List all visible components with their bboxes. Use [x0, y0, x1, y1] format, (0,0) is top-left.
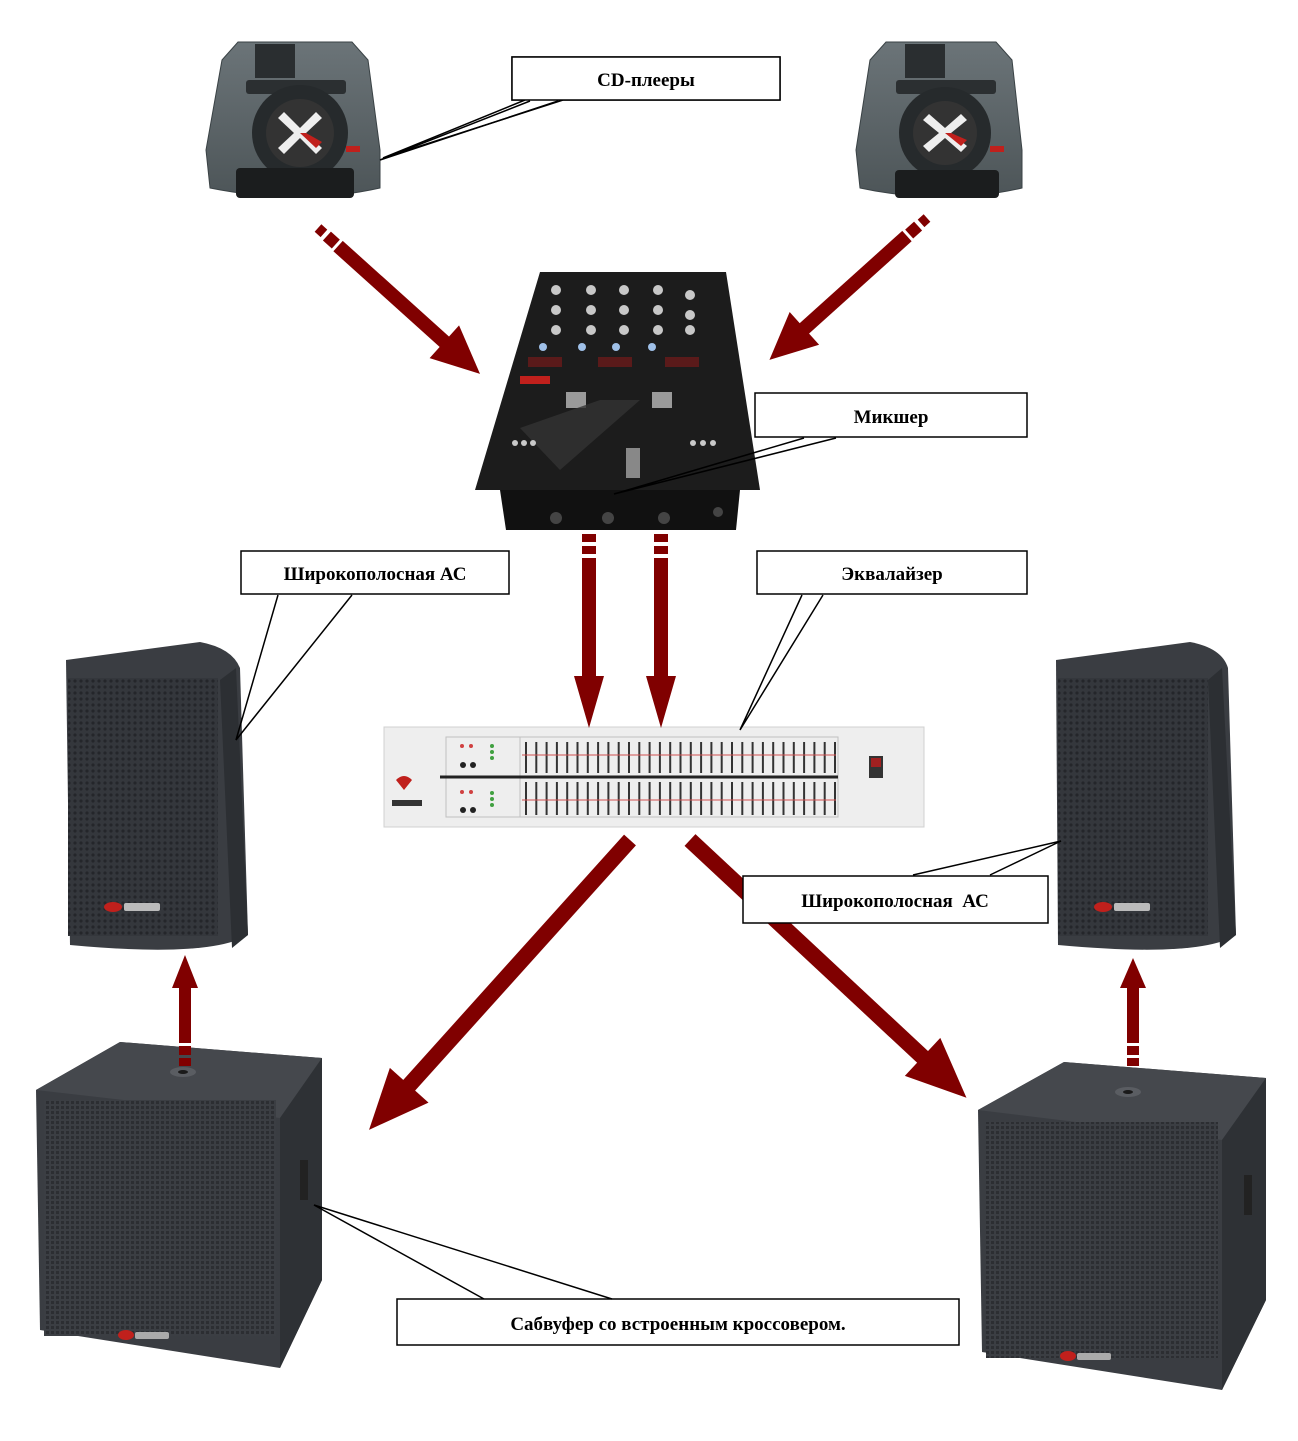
callout-subwoofer: Сабвуфер со встроенным кроссовером. — [313, 1204, 960, 1346]
callout-cd-players-label: CD-плееры — [597, 70, 695, 91]
callout-mixer-label: Микшер — [854, 407, 929, 428]
callout-fullrange-left: Широкополосная АС — [235, 550, 510, 741]
callout-fullrange-left-label: Широкополосная АС — [284, 564, 467, 585]
cd-player-left — [205, 41, 381, 198]
callout-cd-players: CD-плееры — [379, 56, 781, 161]
mixer — [475, 272, 760, 530]
callout-fullrange-right: Широкополосная АС — [742, 840, 1062, 924]
subwoofer-right — [978, 1062, 1266, 1390]
callout-equalizer: Эквалайзер — [739, 550, 1028, 731]
arrow-cd-right-to-mixer — [769, 214, 931, 360]
cd-player-right — [855, 41, 1023, 198]
arrow-mixer-to-eq-2 — [646, 534, 676, 728]
arrow-eq-to-subwoofer-right — [684, 834, 967, 1098]
arrow-cd-left-to-mixer — [314, 224, 481, 374]
fullrange-speaker-left — [66, 642, 248, 950]
arrow-eq-to-subwoofer-left — [369, 834, 636, 1130]
callout-subwoofer-label: Сабвуфер со встроенным кроссовером. — [510, 1314, 845, 1335]
fullrange-speaker-right — [1056, 642, 1236, 950]
arrow-mixer-to-eq-1 — [574, 534, 604, 728]
subwoofer-left — [36, 1042, 322, 1368]
callout-mixer: Микшер — [613, 392, 1028, 495]
arrow-subwoofer-left-to-speaker-left — [172, 955, 198, 1066]
equalizer — [383, 726, 925, 828]
callout-equalizer-label: Эквалайзер — [841, 564, 943, 585]
arrow-subwoofer-right-to-speaker-right — [1120, 958, 1146, 1066]
callout-fullrange-right-label: Широкополосная АС — [801, 891, 989, 912]
